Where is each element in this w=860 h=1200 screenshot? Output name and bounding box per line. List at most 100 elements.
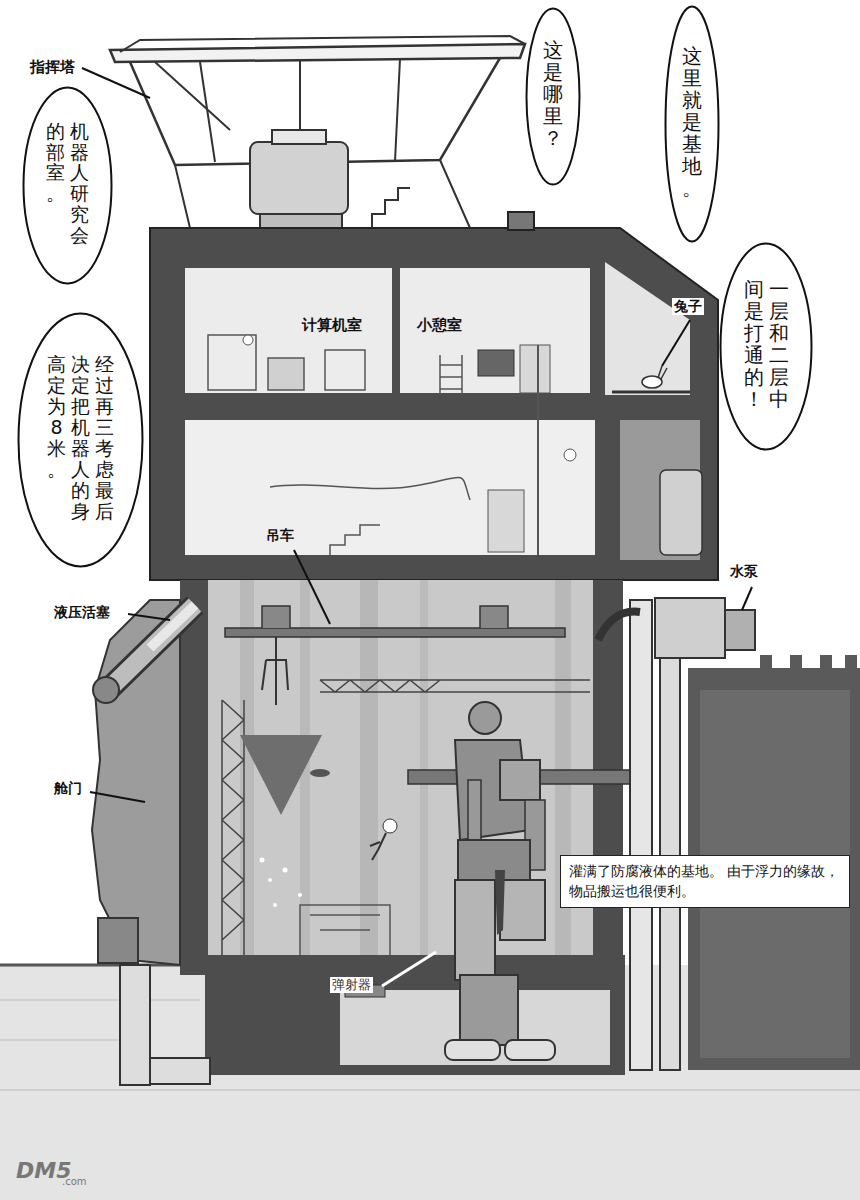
part-label: 液压活塞 xyxy=(52,604,112,621)
speech-text: 这是哪里？ xyxy=(543,39,563,153)
second-floor xyxy=(660,470,702,555)
hatch-and-piston xyxy=(108,605,195,690)
speech-text: 这里就是基地。 xyxy=(682,45,702,203)
upper-rooms xyxy=(440,355,462,395)
hatch-and-piston xyxy=(108,605,195,690)
upper-rooms xyxy=(208,335,256,390)
leader-line xyxy=(382,952,436,986)
leader-line xyxy=(82,68,752,986)
tank xyxy=(310,769,330,777)
robot xyxy=(445,702,555,1060)
pipes-and-pump xyxy=(598,598,860,1070)
hatch-and-piston xyxy=(150,605,195,648)
command-tower xyxy=(120,36,525,228)
basement xyxy=(205,975,625,1075)
second-floor xyxy=(564,449,576,461)
leader-line xyxy=(742,587,752,610)
tank xyxy=(222,700,244,955)
hatch-and-piston xyxy=(150,1058,210,1084)
command-tower xyxy=(272,130,326,144)
upper-rooms xyxy=(605,262,690,395)
speech-bubble: 这里就是基地。 xyxy=(664,5,720,243)
tank xyxy=(268,878,272,882)
hatch-and-piston xyxy=(93,677,119,703)
upper-rooms xyxy=(612,391,690,394)
upper-rooms xyxy=(185,262,690,395)
second-floor xyxy=(185,345,702,560)
command-tower xyxy=(250,142,348,214)
upper-rooms xyxy=(520,345,550,393)
upper-rooms xyxy=(658,366,667,379)
upper-rooms xyxy=(392,268,400,393)
tank xyxy=(260,858,265,863)
upper-rooms xyxy=(185,268,590,393)
robot xyxy=(500,760,540,800)
building-wall xyxy=(150,228,718,580)
leader-line xyxy=(662,320,690,366)
bubble-outline xyxy=(19,314,143,567)
robot xyxy=(458,840,530,880)
robot xyxy=(445,1040,500,1060)
tank xyxy=(262,637,288,705)
leader-line xyxy=(82,68,150,98)
command-tower xyxy=(372,188,410,228)
building-wall xyxy=(150,212,718,580)
pipes-and-pump xyxy=(660,625,680,1070)
robot xyxy=(455,880,495,980)
bubble-outline xyxy=(666,7,719,242)
caption-box: 灌满了防腐液体的基地。 由于浮力的缘故，物品搬运也很便利。 xyxy=(560,855,850,908)
hatch-and-piston xyxy=(92,600,210,1085)
speech-text: 一层和二层中间是打通的！ xyxy=(744,278,789,414)
tank xyxy=(273,903,277,907)
tank xyxy=(262,606,508,628)
pipes-and-pump xyxy=(760,655,857,668)
robot xyxy=(460,975,518,1045)
hatch-and-piston xyxy=(98,918,138,963)
part-label: 吊车 xyxy=(264,527,296,544)
room-label: 小憩室 xyxy=(415,316,464,334)
tank xyxy=(240,735,322,815)
upper-rooms xyxy=(243,335,253,345)
building-wall xyxy=(508,212,534,230)
upper-rooms xyxy=(642,376,662,388)
tank xyxy=(208,580,593,958)
bubble-outline xyxy=(22,86,113,285)
bubble-outline xyxy=(721,244,812,450)
second-floor xyxy=(270,477,470,500)
leader-line xyxy=(294,550,330,624)
speech-bubble: 机器人研究会的部室。 xyxy=(22,86,113,285)
tank xyxy=(298,893,302,897)
speech-text: 经过再三考虑最后决定把机器人的身高定为8米。 xyxy=(47,354,114,525)
robot xyxy=(505,1040,555,1060)
command-tower xyxy=(110,36,525,230)
part-label: 弹射器 xyxy=(330,977,373,993)
robot xyxy=(469,702,501,734)
bubble-outline xyxy=(24,88,112,284)
speech-bubble: 一层和二层中间是打通的！ xyxy=(719,242,813,451)
bubble-outline xyxy=(719,242,813,451)
speech-text: 机器人研究会的部室。 xyxy=(46,121,89,251)
tank xyxy=(283,868,288,873)
second-floor xyxy=(330,525,380,555)
second-floor xyxy=(185,420,595,555)
robot xyxy=(500,880,545,940)
robot xyxy=(495,870,505,935)
upper-rooms xyxy=(268,358,304,390)
second-floor xyxy=(537,345,539,555)
tank xyxy=(383,819,397,833)
watermark: .com xyxy=(60,1176,89,1188)
tank xyxy=(320,680,590,692)
tank xyxy=(370,833,386,860)
leader-line xyxy=(128,614,170,620)
bubble-outline xyxy=(527,9,580,185)
part-label: 舱门 xyxy=(52,780,84,797)
room-label: 计算机室 xyxy=(300,316,364,334)
tank xyxy=(300,905,390,955)
tank xyxy=(180,580,208,965)
pipes-and-pump xyxy=(655,598,725,658)
hatch-and-piston xyxy=(120,965,150,1085)
speech-bubble: 经过再三考虑最后决定把机器人的身高定为8米。 xyxy=(17,312,144,568)
